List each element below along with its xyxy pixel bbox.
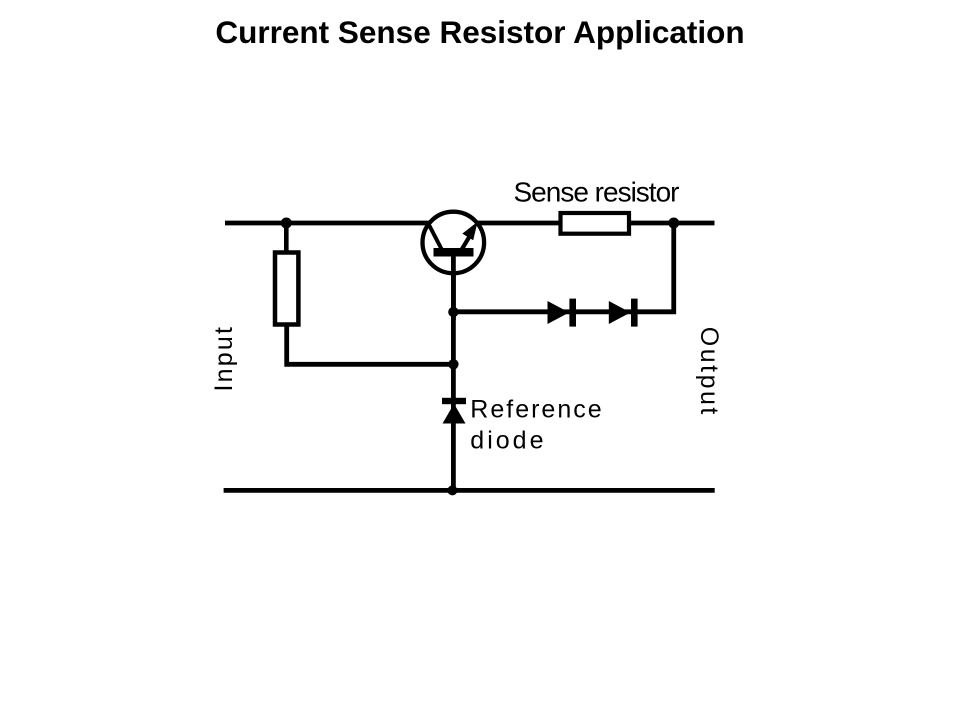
svg-text:Output: Output [695, 327, 723, 417]
svg-text:Input: Input [210, 325, 238, 392]
svg-text:Sense resistor: Sense resistor [514, 177, 680, 208]
svg-text:Reference: Reference [470, 396, 603, 424]
svg-text:diode: diode [470, 426, 546, 454]
